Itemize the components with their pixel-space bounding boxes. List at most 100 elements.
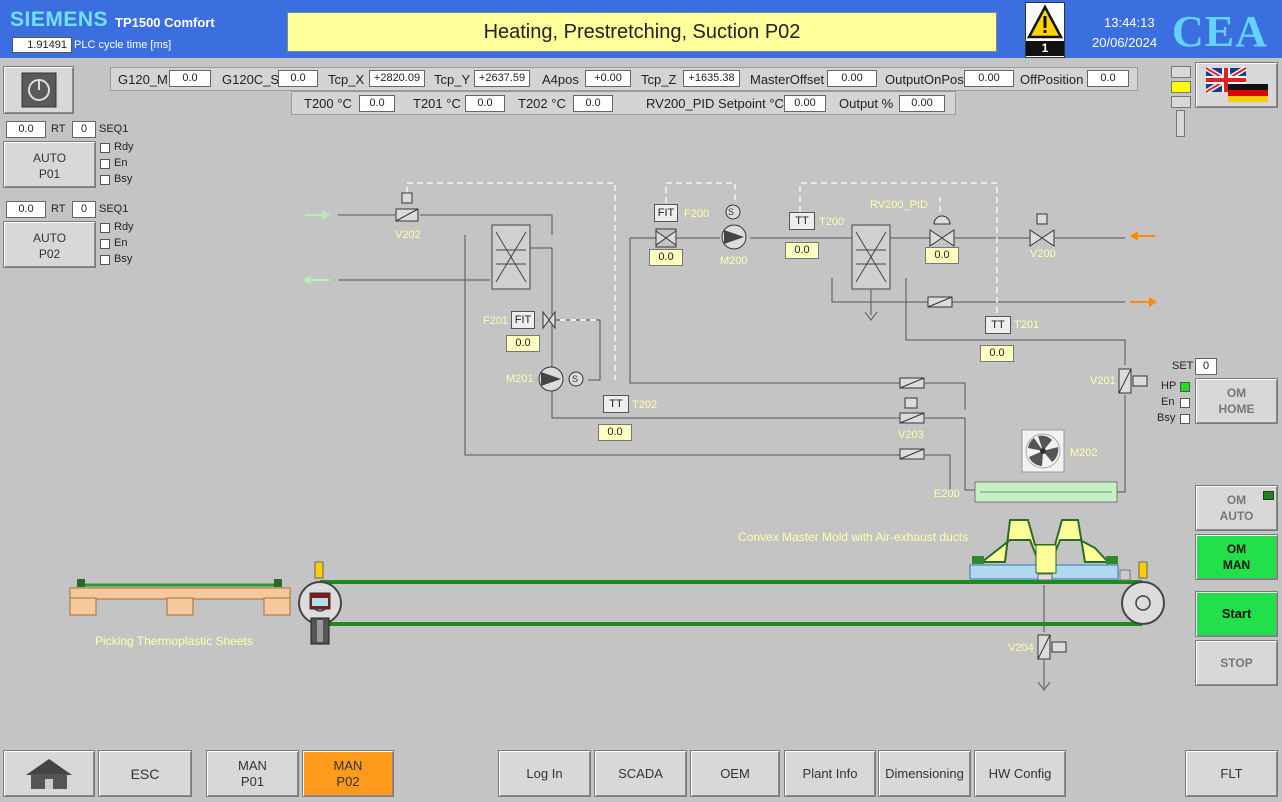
seq1-label: SEQ1 [99,123,129,135]
param-label: Output % [839,96,894,111]
seq2-bsy-label: Bsy [114,253,133,265]
home-icon [26,758,72,789]
man-p02-line1: MAN [333,757,363,773]
param-value: +2637.59 [474,70,530,87]
man-p01-line2: P01 [240,773,265,789]
param-label: Tcp_Y [434,72,471,87]
panel-model: TP1500 Comfort [115,15,215,30]
mold-label: Convex Master Mold with Air-exhaust duct… [738,530,969,544]
om-en-indicator [1180,398,1190,408]
param-label: A4pos [542,72,579,87]
om-bsy-label: Bsy [1157,412,1176,424]
auto-p02-line2: P02 [38,247,61,261]
conveyor [298,561,1165,645]
pump-m200 [721,204,747,250]
param-value: 0.0 [359,95,395,112]
om-auto-indicator [1263,491,1274,500]
power-button[interactable] [3,66,74,114]
param-label: T202 °C [518,96,566,111]
indicator-lamp-3 [1171,96,1191,108]
alarm-count: 1 [1026,41,1064,56]
man-p01-button[interactable]: MAN P01 [206,750,299,797]
om-man-button[interactable]: OM MAN [1195,534,1278,580]
man-p01-line1: MAN [238,757,267,773]
om-hp-label: HP [1161,380,1177,392]
esc-button[interactable]: ESC [98,750,192,797]
man-p02-button[interactable]: MAN P02 [302,750,394,797]
seq2-rt-value: 0 [72,201,96,218]
param-value: +0.00 [585,70,631,87]
flt-label: FLT [1220,765,1243,781]
uk-de-flag-icon [1204,65,1268,102]
hw-config-label: HW Config [988,765,1052,781]
seq1-rt-label: RT [51,123,66,135]
page-title: Heating, Prestretching, Suction P02 [287,12,997,52]
param-label: MasterOffset [750,72,825,87]
f200-value[interactable]: 0.0 [649,249,683,266]
stop-button[interactable]: STOP [1195,640,1278,686]
start-button[interactable]: Start [1195,591,1278,637]
dimensioning-button[interactable]: Dimensioning [878,750,971,797]
login-label: Log In [526,765,563,781]
power-icon [21,72,56,108]
t200-value[interactable]: 0.0 [785,242,819,259]
clock-date: 20/06/2024 [1092,35,1158,50]
fan-icon [1021,429,1065,473]
f200-fit-tag: FIT [654,204,678,222]
param-value: 0.0 [1087,70,1129,87]
om-man-line1: OM [1226,542,1247,556]
seq2-en-label: En [114,237,128,249]
seq2-rdy-indicator [100,223,110,233]
param-label: RV200_PID Setpoint °C [646,96,784,111]
company-logo: CEA [1172,7,1268,56]
label-e200: E200 [934,488,960,500]
label-f201: F201 [483,315,509,327]
hw-config-button[interactable]: HW Config [974,750,1066,797]
om-auto-button[interactable]: OM AUTO [1195,485,1278,531]
oem-button[interactable]: OEM [690,750,780,797]
param-value: 0.00 [899,95,945,112]
param-value: 0.00 [827,70,877,87]
auto-p02-button[interactable]: AUTO P02 [3,221,96,268]
login-button[interactable]: Log In [498,750,591,797]
flt-button[interactable]: FLT [1185,750,1278,797]
param-label: OutputOnPos [885,72,964,87]
m201-s-label: S [572,374,579,384]
heat-exchanger-1 [491,224,531,290]
rv200-value[interactable]: 0.0 [925,247,959,264]
plant-info-button[interactable]: Plant Info [784,750,876,797]
auto-p01-line1: AUTO [32,151,67,165]
language-button[interactable] [1195,62,1278,108]
heat-exchanger-2 [851,224,891,290]
label-v201: V201 [1090,375,1116,387]
param-row-1: G120_M 0.0 G120C_S 0.0 Tcp_X +2820.09 Tc… [110,67,1138,91]
seq1-bsy-indicator [100,175,110,185]
om-home-button[interactable]: OM HOME [1195,378,1278,424]
label-m201: M201 [506,373,534,385]
home-button[interactable] [3,750,95,797]
auto-p01-line2: P01 [38,167,61,181]
scada-label: SCADA [618,765,663,781]
t202-value[interactable]: 0.0 [598,424,632,441]
scada-button[interactable]: SCADA [594,750,687,797]
t201-tt-tag: TT [985,316,1011,334]
param-label: T200 °C [304,96,352,111]
param-label: Tcp_Z [641,72,677,87]
auto-p02-line1: AUTO [32,231,67,245]
param-value: 0.0 [169,70,211,87]
t201-value[interactable]: 0.0 [980,345,1014,362]
label-m200: M200 [720,255,748,267]
auto-p01-button[interactable]: AUTO P01 [3,141,96,188]
param-value: 0.00 [964,70,1014,87]
f201-value[interactable]: 0.0 [506,335,540,352]
om-bsy-indicator [1180,414,1190,424]
seq1-value: 0.0 [6,121,46,138]
param-value: +2820.09 [369,70,425,87]
label-m202: M202 [1070,447,1098,459]
om-hp-indicator [1180,382,1190,392]
f201-fit-tag: FIT [511,311,535,329]
seq1-rdy-label: Rdy [114,141,134,153]
seq1-en-label: En [114,157,128,169]
indicator-lamp-1 [1171,66,1191,78]
